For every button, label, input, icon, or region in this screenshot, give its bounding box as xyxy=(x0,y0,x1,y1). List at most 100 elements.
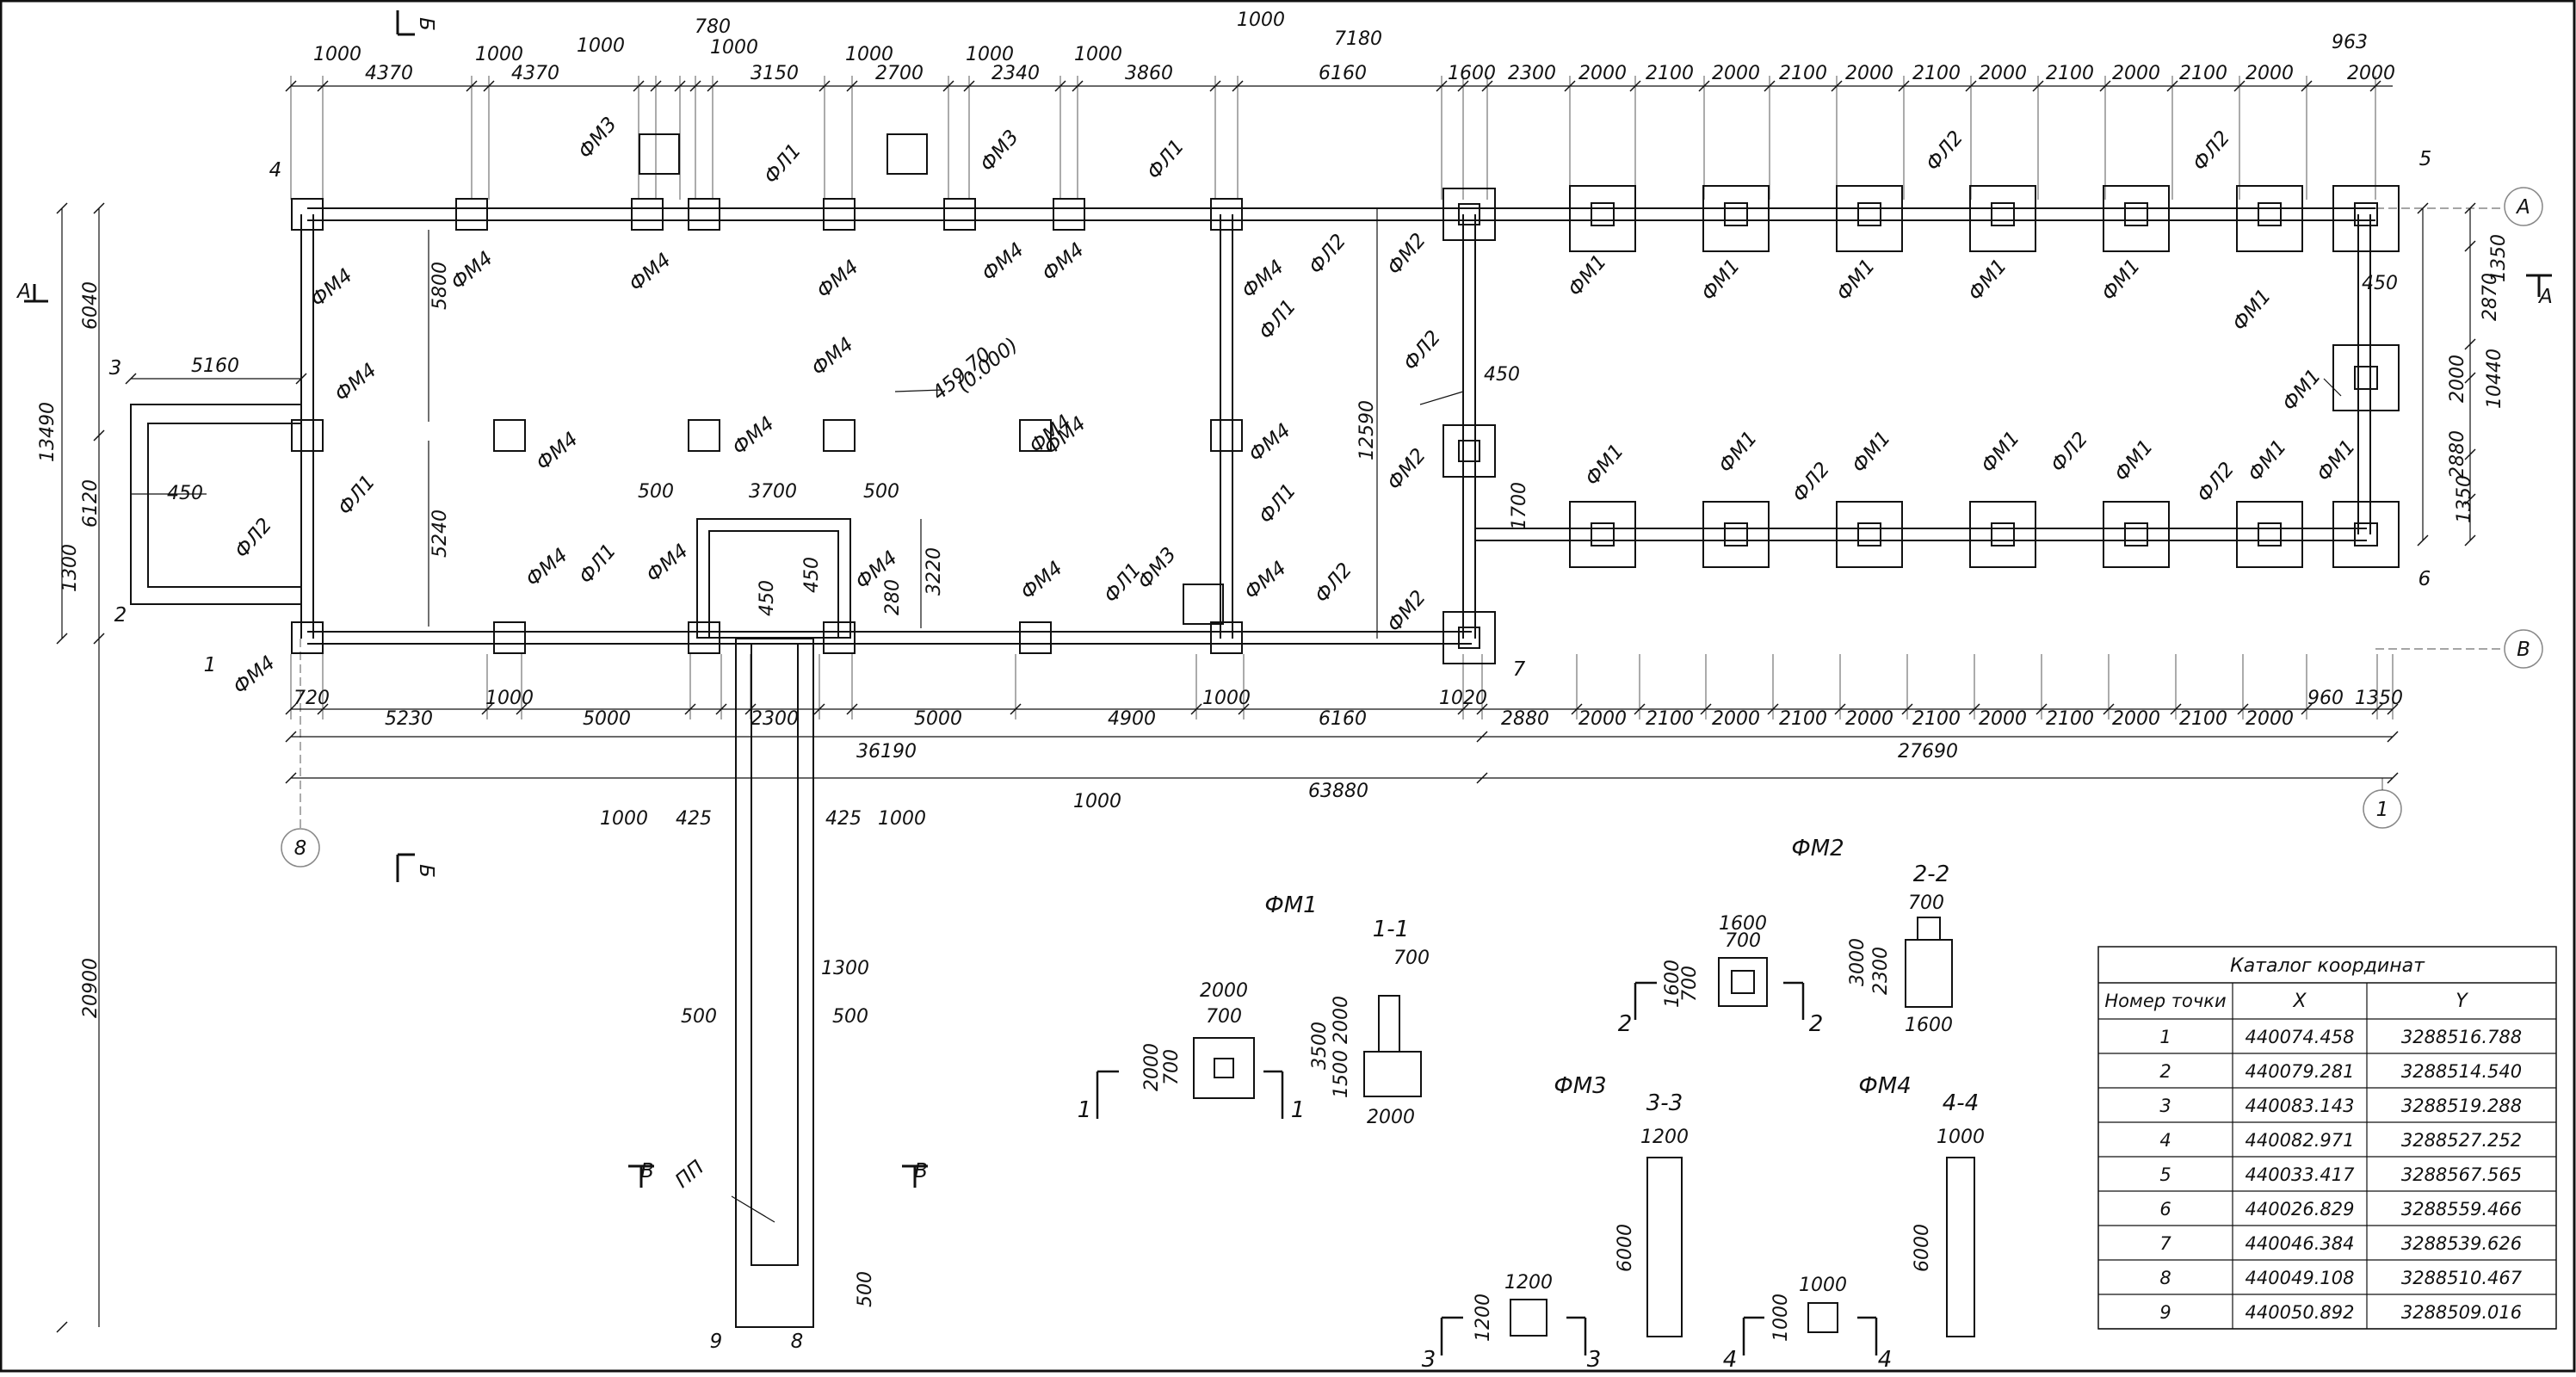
dim-label-inner: 1700 xyxy=(1509,482,1530,530)
dim-tick xyxy=(2032,80,2044,92)
dim-label-overall: 27690 xyxy=(1898,741,1958,763)
fm1-label: ФМ1 xyxy=(2110,435,2158,485)
footing-fm4 xyxy=(1053,198,1085,231)
dim-tick xyxy=(2233,80,2246,92)
section-mark: А xyxy=(2537,286,2553,308)
footing-fm4 xyxy=(291,621,324,654)
fl2-label: ФЛ2 xyxy=(231,514,276,562)
fm4-label: ФМ4 xyxy=(306,264,356,312)
dim-tick xyxy=(93,633,105,645)
footing-fm1-column xyxy=(2124,202,2148,226)
footing-fm1-column xyxy=(1591,522,1615,546)
footing-fm4 xyxy=(688,419,720,452)
dim-label-top: 2100 xyxy=(1779,63,1827,84)
dim-label-bottom: 1000 xyxy=(485,688,534,709)
dim-tick xyxy=(481,703,493,715)
dim-label-bottom: 2000 xyxy=(1845,708,1893,730)
fm1-dim: 700 xyxy=(1393,948,1430,969)
fm1-label: ФМ1 xyxy=(2244,435,2291,485)
dim-tick xyxy=(1698,80,1710,92)
dim-label-small: 1000 xyxy=(1073,791,1121,812)
axis-label: 1 xyxy=(2376,799,2389,821)
dim-tick xyxy=(285,703,297,715)
footing-fm1 xyxy=(1969,185,2036,252)
dim-tick xyxy=(56,202,68,214)
dim-tick xyxy=(2464,372,2476,384)
footing-fm1 xyxy=(2332,185,2400,252)
dim-label-small: 1000 xyxy=(600,808,648,830)
axis-label: 8 xyxy=(294,837,307,860)
table-cell-y: 3288539.626 xyxy=(2401,1233,2522,1254)
dim-tick xyxy=(2369,80,2381,92)
fm2-label: ФМ2 xyxy=(1383,444,1430,494)
dim-tick xyxy=(56,1321,68,1333)
detail-plan-outer xyxy=(1807,1302,1838,1333)
table-title: Каталог координат xyxy=(2230,955,2425,977)
dim-label-top: 1000 xyxy=(577,35,625,57)
dim-label-bottom: 720 xyxy=(293,688,330,709)
section-mark: Б xyxy=(415,17,437,31)
leader-line xyxy=(894,389,943,392)
footing-fm4 xyxy=(1019,621,1052,654)
fm1-title: ФМ1 xyxy=(1264,892,1317,918)
footing-fm3 xyxy=(639,133,680,175)
fm4-label: ФМ4 xyxy=(1016,557,1066,604)
dim-label-inner: 12590 xyxy=(1356,400,1378,460)
pp-label: ПП xyxy=(671,1157,708,1193)
footing-fm2 xyxy=(1442,424,1496,478)
fl2-label: ФЛ2 xyxy=(2189,127,2234,175)
footing-fm1 xyxy=(1702,185,1770,252)
dim-tick xyxy=(2464,534,2476,546)
footing-fm4 xyxy=(493,419,526,452)
axis-8-circle xyxy=(281,828,320,868)
footing-fm4 xyxy=(823,198,856,231)
table-cell-y: 3288567.565 xyxy=(2401,1164,2522,1185)
dim-label-inner: 1300 xyxy=(821,958,869,979)
fm4-label: ФМ4 xyxy=(522,544,571,591)
fm4-mark: 4 xyxy=(1723,1347,1738,1373)
point-number: 5 xyxy=(2419,148,2432,170)
dim-tick xyxy=(846,703,858,715)
dim-tick xyxy=(1436,80,1448,92)
fm2-dim: 3000 xyxy=(1847,938,1869,986)
table-cell-point: 6 xyxy=(2159,1199,2171,1220)
dim-tick xyxy=(1054,80,1066,92)
dim-tick xyxy=(2464,493,2476,505)
dim-tick xyxy=(125,373,137,385)
fm1-dim: 1500 xyxy=(1331,1050,1352,1098)
leader-line xyxy=(731,1195,775,1223)
dim-label-left: 1300 xyxy=(59,544,81,592)
fm4-dim: 6000 xyxy=(1912,1224,1933,1272)
footing-fm1-column xyxy=(1724,522,1748,546)
fm2-title: ФМ2 xyxy=(1791,836,1844,861)
fm3-mark: 3 xyxy=(1422,1347,1436,1373)
detail-plan-outer xyxy=(1718,957,1768,1007)
fm1-mark: 1 xyxy=(1291,1097,1306,1123)
dim-tick xyxy=(1481,80,1493,92)
footing-fm1 xyxy=(1836,501,1903,568)
dim-label-inner: 5800 xyxy=(429,262,451,310)
dim-tick xyxy=(93,429,105,442)
dim-label-top: 2100 xyxy=(2046,63,2094,84)
footing-fm1 xyxy=(2103,501,2170,568)
dim-tick xyxy=(285,772,297,784)
fm4-label: ФМ4 xyxy=(330,359,380,406)
dim-tick xyxy=(317,80,329,92)
fm4-label: ФМ4 xyxy=(812,256,862,303)
dim-label-left: 13490 xyxy=(37,402,59,462)
dim-label-inner: 5240 xyxy=(429,509,451,558)
dim-tick xyxy=(1476,731,1488,743)
dim-tick xyxy=(689,80,701,92)
table-cell-x: 440082.971 xyxy=(2246,1130,2355,1151)
fl2-label: ФЛ2 xyxy=(1922,127,1968,175)
table-cell-y: 3288509.016 xyxy=(2401,1302,2522,1323)
dim-tick xyxy=(1010,703,1022,715)
fl1-label: ФЛ1 xyxy=(1255,295,1300,343)
fm4-label: ФМ4 xyxy=(1038,238,1088,286)
table-header: Y xyxy=(2456,991,2468,1012)
dim-label-right: 2870 xyxy=(2480,273,2501,321)
dim-tick xyxy=(1764,80,1776,92)
table-cell-x: 440083.143 xyxy=(2246,1096,2355,1116)
footing-fm1 xyxy=(2236,185,2303,252)
